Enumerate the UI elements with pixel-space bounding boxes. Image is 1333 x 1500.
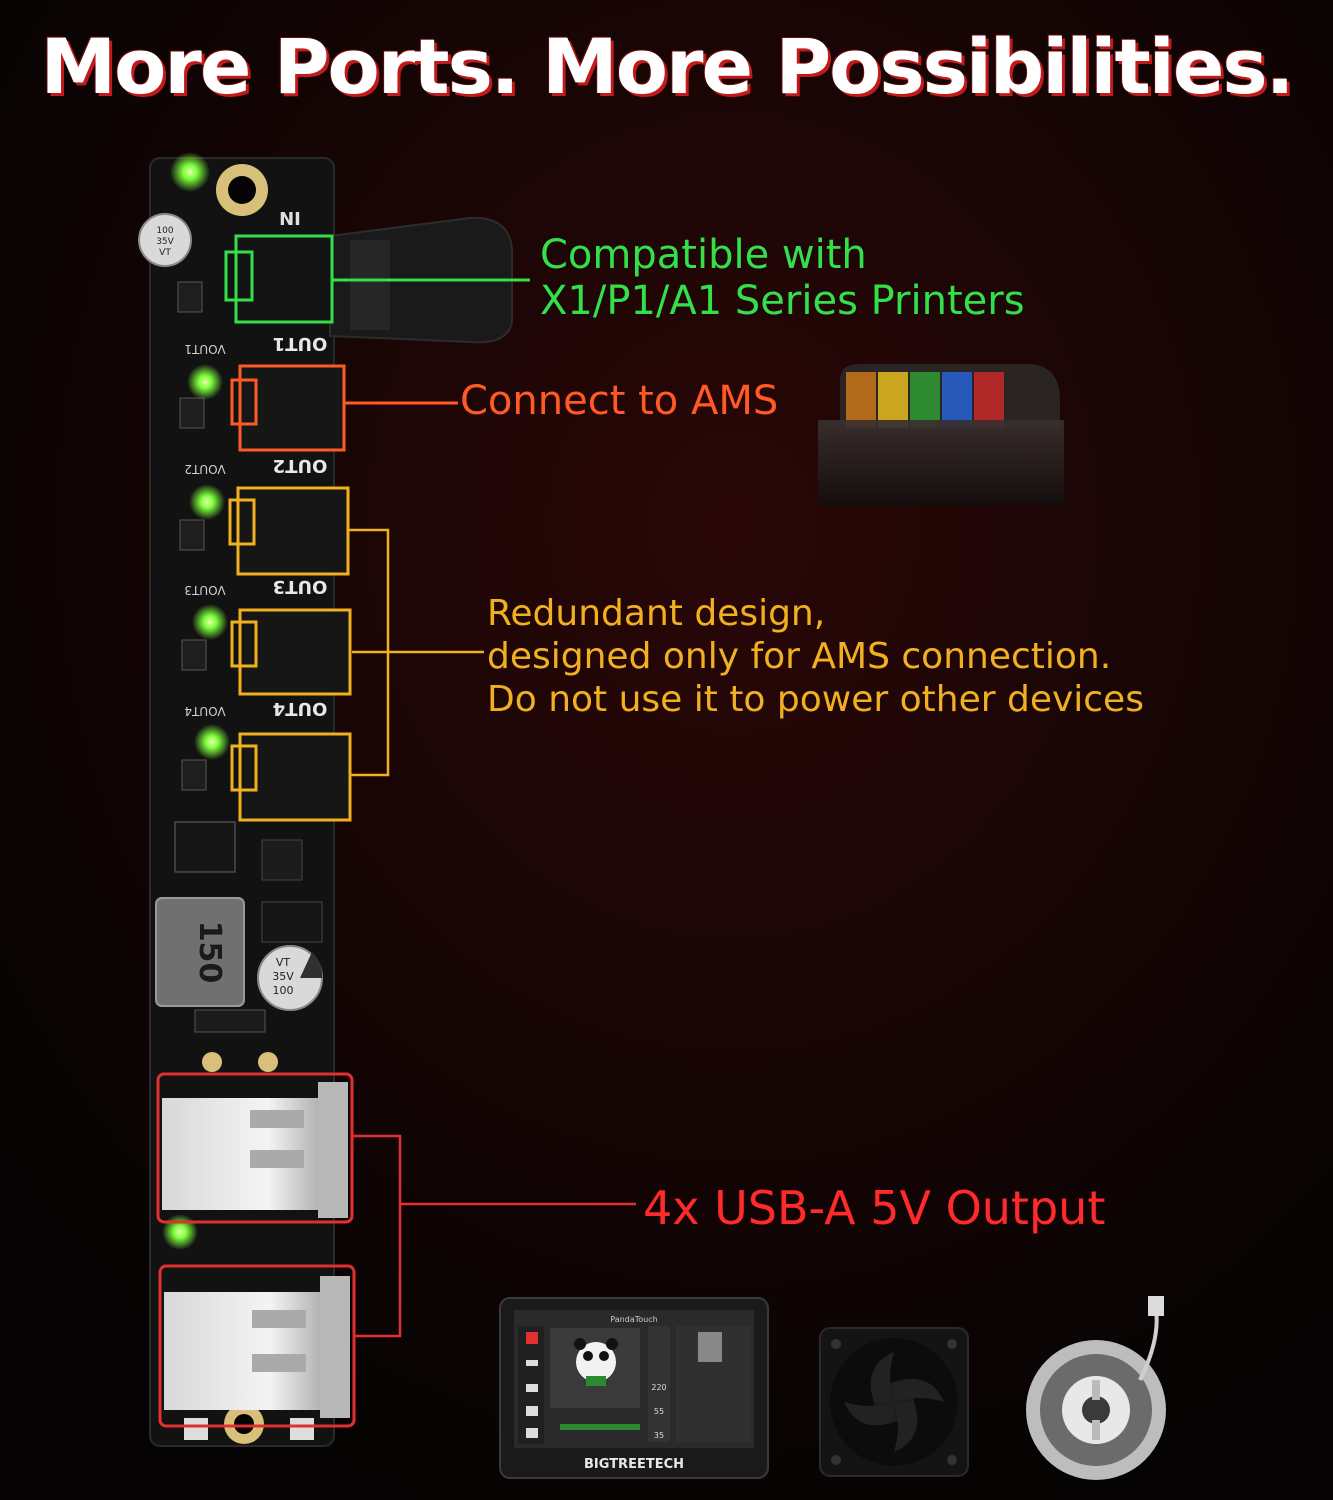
led-power	[170, 152, 210, 192]
screen-brand: BIGTREETECH	[584, 1457, 684, 1472]
out1-label: OUT1	[273, 333, 328, 354]
screen-temp-3: 35	[654, 1431, 664, 1440]
usb-port-top	[156, 1072, 354, 1224]
ams-unit	[818, 364, 1064, 506]
led-out4	[194, 724, 230, 760]
out2-connector	[228, 486, 350, 576]
fan	[819, 1327, 969, 1477]
usb-callout: 4x USB-A 5V Output	[643, 1181, 1106, 1235]
svg-text:VT: VT	[276, 956, 291, 969]
screen-temp-1: 220	[651, 1383, 666, 1392]
redundant-line-2: designed only for AMS connection.	[487, 636, 1112, 677]
usb-plug-icon	[1148, 1296, 1164, 1316]
vout4-label: VOUT4	[184, 704, 225, 718]
vout3-label: VOUT3	[184, 583, 225, 597]
svg-text:150: 150	[192, 921, 227, 984]
screen-temp-2: 55	[654, 1407, 664, 1416]
svg-text:100: 100	[156, 226, 173, 236]
led-out3	[192, 604, 228, 640]
input-connector	[224, 216, 530, 344]
led-strip-reel	[1026, 1296, 1166, 1480]
headline: More Ports. More Possibilities.	[40, 22, 1295, 111]
svg-text:VT: VT	[159, 248, 171, 258]
compatibility-line-2: X1/P1/A1 Series Printers	[540, 278, 1025, 324]
redundant-callout: Redundant design, designed only for AMS …	[487, 592, 1144, 721]
out3-connector	[230, 608, 352, 696]
usb-bracket	[352, 1134, 636, 1338]
out3-label: OUT3	[273, 576, 328, 597]
redundant-line-3: Do not use it to power other devices	[487, 679, 1144, 720]
svg-text:100: 100	[273, 984, 294, 997]
out4-label: OUT4	[273, 698, 328, 719]
out1-connector	[230, 364, 458, 452]
out2-label: OUT2	[273, 455, 328, 476]
capacitor-bottom: VT 35V 100	[257, 945, 323, 1011]
compatibility-line-1: Compatible with	[540, 232, 867, 278]
redundant-line-1: Redundant design,	[487, 593, 826, 634]
led-usb	[162, 1214, 198, 1250]
input-label: NI	[279, 209, 301, 230]
screen-title: PandaTouch	[610, 1315, 657, 1324]
out4-connector	[230, 732, 352, 822]
capacitor-top: 100 35V VT	[138, 213, 192, 267]
svg-text:35V: 35V	[272, 970, 294, 983]
led-out2	[189, 484, 225, 520]
vout2-label: VOUT2	[184, 462, 225, 476]
svg-text:35V: 35V	[156, 237, 174, 247]
panda-touch-screen: PandaTouch 220 55 35 BIGTREETECH	[499, 1297, 769, 1479]
redundant-bracket	[348, 528, 484, 777]
vout1-label: VOUT1	[184, 342, 225, 356]
usb-port-bottom	[158, 1264, 356, 1428]
compatibility-callout: Compatible with X1/P1/A1 Series Printers	[540, 232, 1025, 324]
led-out1	[187, 364, 223, 400]
ams-callout: Connect to AMS	[460, 378, 779, 424]
inductor: 150	[155, 897, 245, 1007]
